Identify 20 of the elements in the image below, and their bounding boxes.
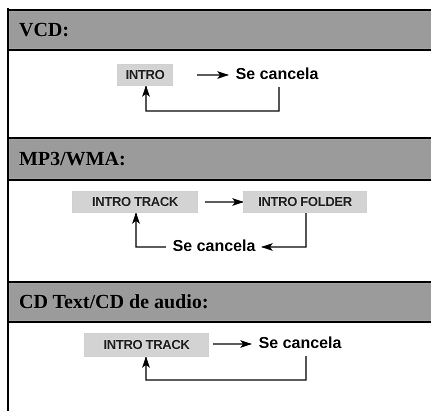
mode-label: INTRO TRACK [72, 191, 198, 213]
mode-label: INTRO TRACK [84, 333, 209, 357]
status-text: Se cancela [228, 63, 326, 87]
section-header-band [9, 281, 431, 323]
section-title: MP3/WMA: [19, 147, 126, 172]
arrow [132, 212, 166, 248]
arrow [142, 356, 307, 381]
arrow [197, 71, 229, 79]
mode-label: INTRO [117, 64, 173, 86]
status-text: Se cancela [251, 332, 349, 356]
section-title: CD Text/CD de audio: [19, 290, 208, 315]
section-header-band [9, 9, 431, 51]
arrow [213, 340, 252, 348]
section-title: VCD: [19, 18, 69, 43]
arrow [261, 213, 307, 251]
mode-label: INTRO FOLDER [243, 191, 367, 213]
status-text: Se cancela [166, 235, 262, 259]
arrow [205, 198, 244, 206]
arrow [142, 85, 280, 112]
section-header-band [9, 137, 431, 181]
